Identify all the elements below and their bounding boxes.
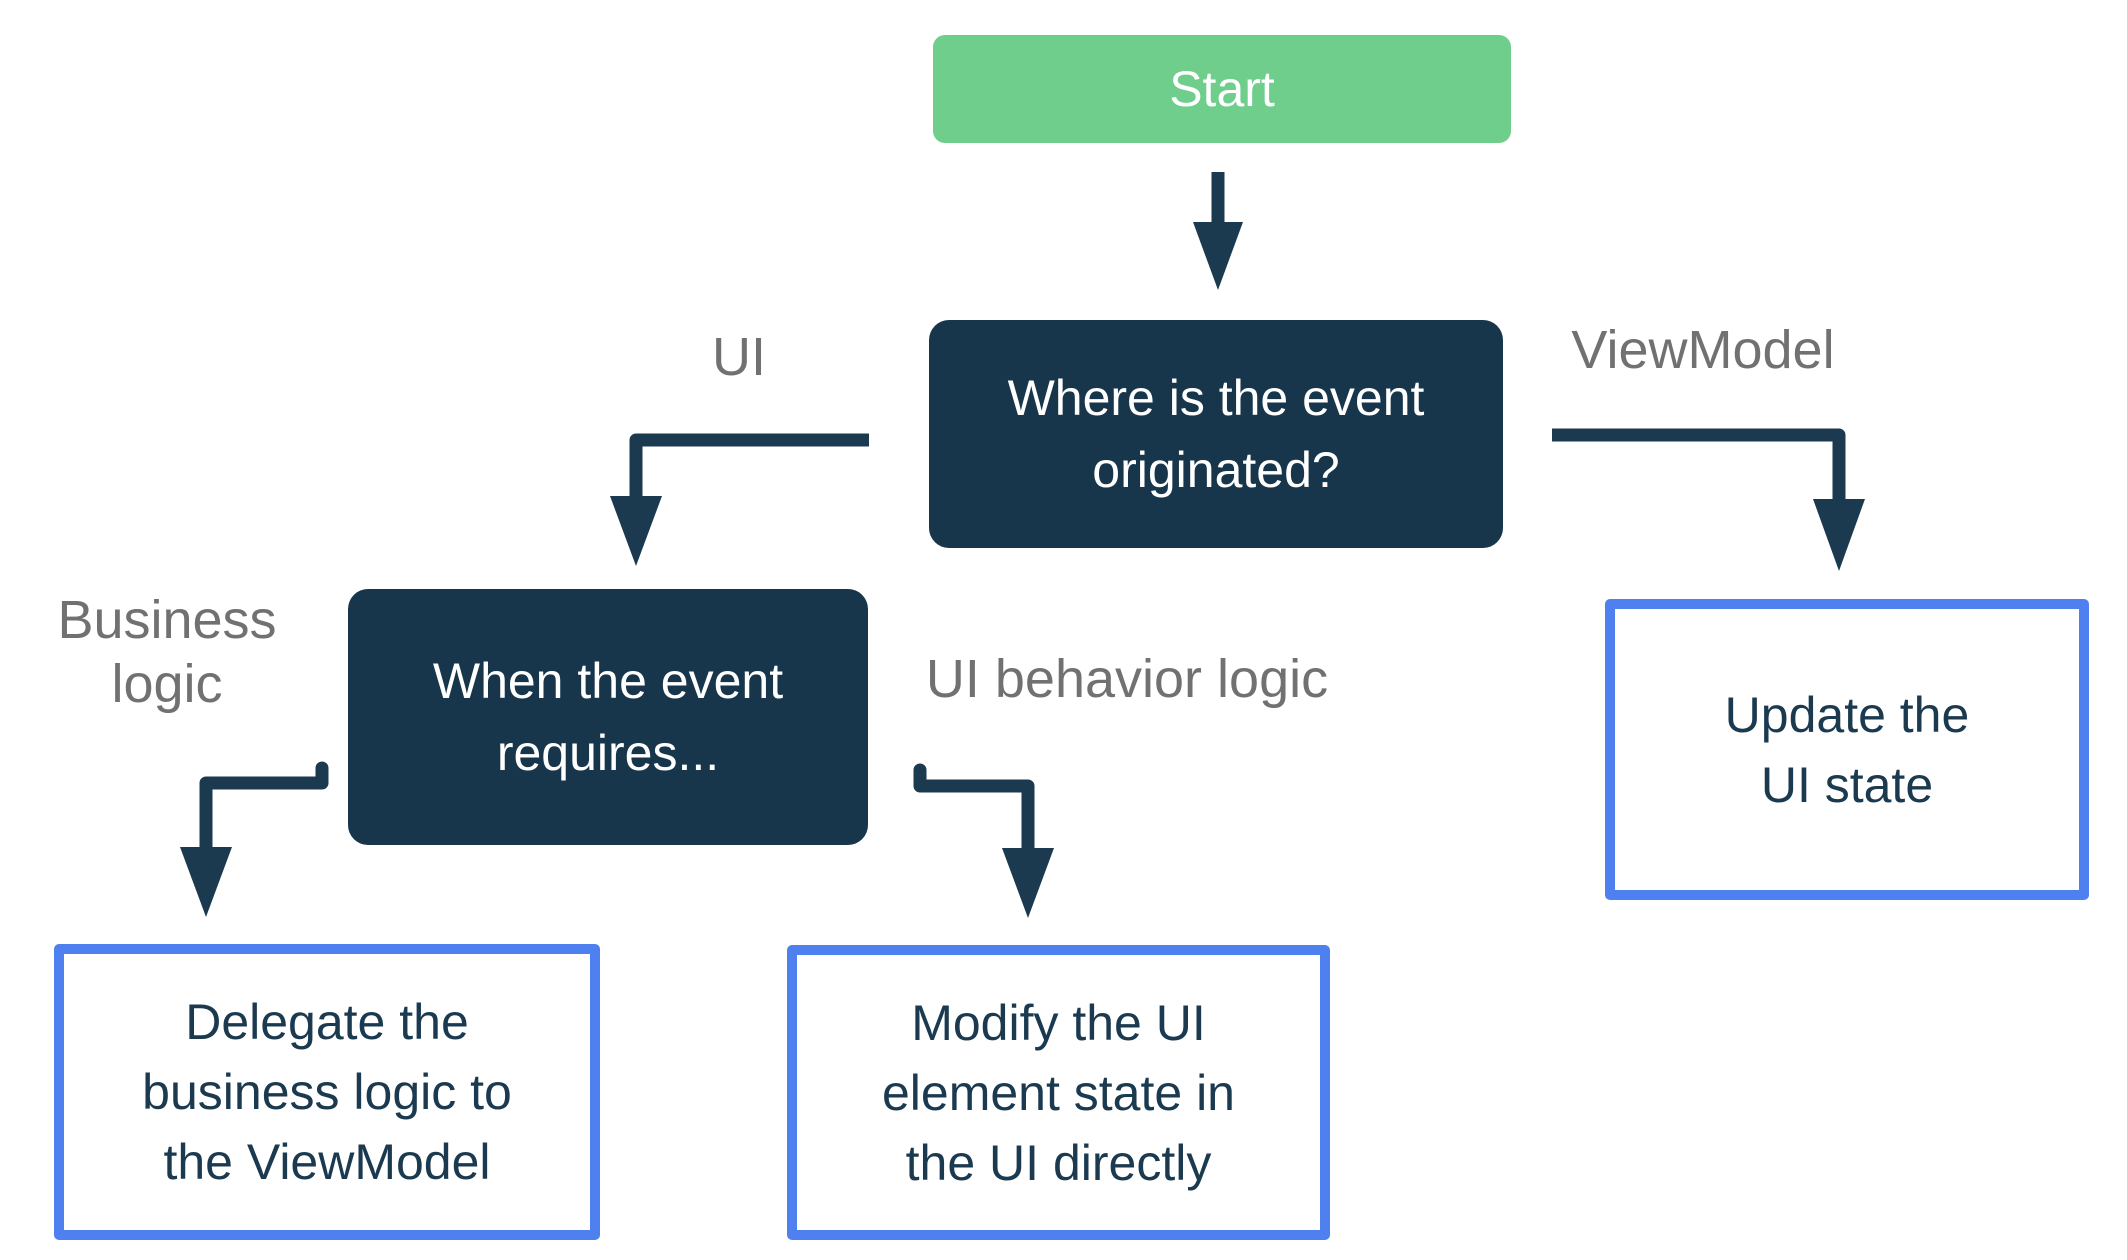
arrow-origin-to-update bbox=[1552, 428, 1865, 571]
edge-label-ui-behavior-logic: UI behavior logic bbox=[925, 649, 1329, 709]
node-when-event-requires: When the event requires... bbox=[348, 589, 868, 845]
arrow-origin-to-requires bbox=[610, 433, 869, 566]
node-where-event-originated: Where is the event originated? bbox=[929, 320, 1503, 548]
edge-label-business-logic: Business logic bbox=[57, 590, 277, 714]
node-start: Start bbox=[933, 35, 1511, 143]
node-delegate-business-logic: Delegate the business logic to the ViewM… bbox=[54, 944, 600, 1240]
arrow-requires-to-modify bbox=[913, 763, 1054, 918]
edge-label-viewmodel: ViewModel bbox=[1571, 320, 1835, 380]
arrow-requires-to-delegate bbox=[180, 761, 329, 917]
node-update-ui-state: Update the UI state bbox=[1605, 599, 2089, 900]
edge-label-ui: UI bbox=[712, 327, 766, 387]
arrow-start-to-origin bbox=[1193, 172, 1243, 290]
node-modify-ui-element: Modify the UI element state in the UI di… bbox=[787, 945, 1330, 1240]
